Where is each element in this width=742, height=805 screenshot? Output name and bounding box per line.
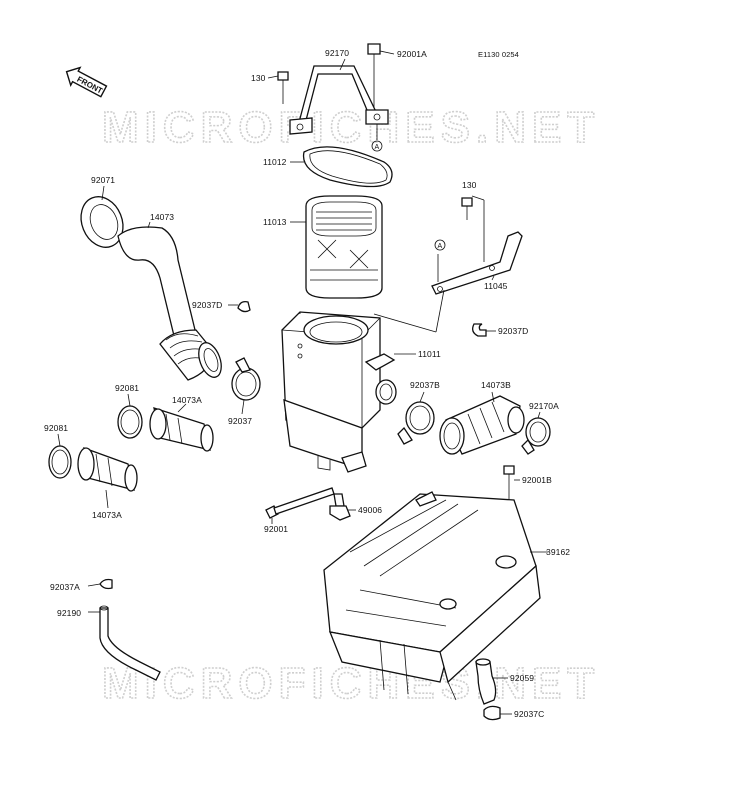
bracket-11045 — [431, 231, 523, 295]
duct-14073B — [439, 395, 525, 455]
label-92037C: 92037C — [514, 709, 544, 719]
callout-a-top: A — [371, 124, 383, 152]
fitting-92059 — [475, 658, 497, 705]
hose-92190 — [99, 605, 161, 681]
clip-92037D-left-icon — [237, 300, 251, 313]
o-ring-92081-b — [48, 445, 72, 479]
clip-92037D-right-icon — [472, 323, 487, 337]
label-92081-b: 92081 — [44, 423, 68, 433]
label-92059: 92059 — [510, 673, 534, 683]
air-filter-11013 — [305, 195, 383, 299]
label-14073B: 14073B — [481, 380, 511, 390]
clip-92037C-icon — [483, 705, 501, 721]
label-92071: 92071 — [91, 175, 115, 185]
clamp-92170A — [521, 417, 551, 455]
bolt-92001-icon — [265, 487, 335, 519]
clamp-92037 — [231, 357, 261, 401]
duct-14073 — [117, 226, 222, 381]
label-92037B: 92037B — [410, 380, 440, 390]
label-49006: 49006 — [358, 505, 382, 515]
label-92037D-left: 92037D — [192, 300, 222, 310]
label-92170A: 92170A — [529, 401, 559, 411]
svg-text:A: A — [375, 144, 380, 151]
label-92190: 92190 — [57, 608, 81, 618]
label-11011: 11011 — [418, 349, 441, 359]
watermark-top: MICROFICHES.NET — [102, 103, 600, 152]
gasket-11012 — [302, 146, 393, 188]
label-92001A: 92001A — [397, 49, 427, 59]
bolt-130-top-icon — [277, 71, 289, 104]
label-92037D-right: 92037D — [498, 326, 528, 336]
label-11012: 11012 — [263, 157, 287, 167]
bracket-92170 — [289, 65, 389, 135]
label-130-top: 130 — [251, 73, 266, 83]
label-39162: 39162 — [546, 547, 570, 557]
label-130-right: 130 — [462, 180, 477, 190]
fitting-49006 — [329, 493, 351, 521]
label-11013: 11013 — [263, 217, 287, 227]
diagram-code: E1130 0254 — [478, 50, 519, 59]
o-ring-92081-a — [117, 405, 143, 439]
label-92081-a: 92081 — [115, 383, 139, 393]
label-92170: 92170 — [325, 48, 349, 58]
label-14073A-b: 14073A — [92, 510, 122, 520]
clip-92037A-icon — [99, 578, 113, 590]
duct-14073A-a — [149, 407, 214, 452]
callout-a-right: A — [434, 239, 446, 251]
label-14073: 14073 — [150, 212, 174, 222]
air-box-lower-39162 — [323, 491, 541, 701]
label-92037A: 92037A — [50, 582, 80, 592]
clamp-92037B — [397, 401, 435, 445]
label-11045: 11045 — [484, 281, 508, 291]
svg-text:A: A — [438, 243, 443, 250]
bolt-92001A-icon — [367, 43, 381, 108]
label-92001: 92001 — [264, 524, 288, 534]
watermark-bottom: MICROFICHES.NET — [102, 659, 600, 708]
label-14073A-a: 14073A — [172, 395, 202, 405]
seal-ring-92071 — [80, 196, 124, 248]
label-92001B: 92001B — [522, 475, 552, 485]
duct-14073A-b — [77, 447, 138, 492]
air-box-11011 — [281, 311, 397, 473]
label-92037: 92037 — [228, 416, 252, 426]
front-arrow-icon: FRONT — [65, 66, 108, 98]
bolt-130-right-icon — [461, 197, 473, 220]
